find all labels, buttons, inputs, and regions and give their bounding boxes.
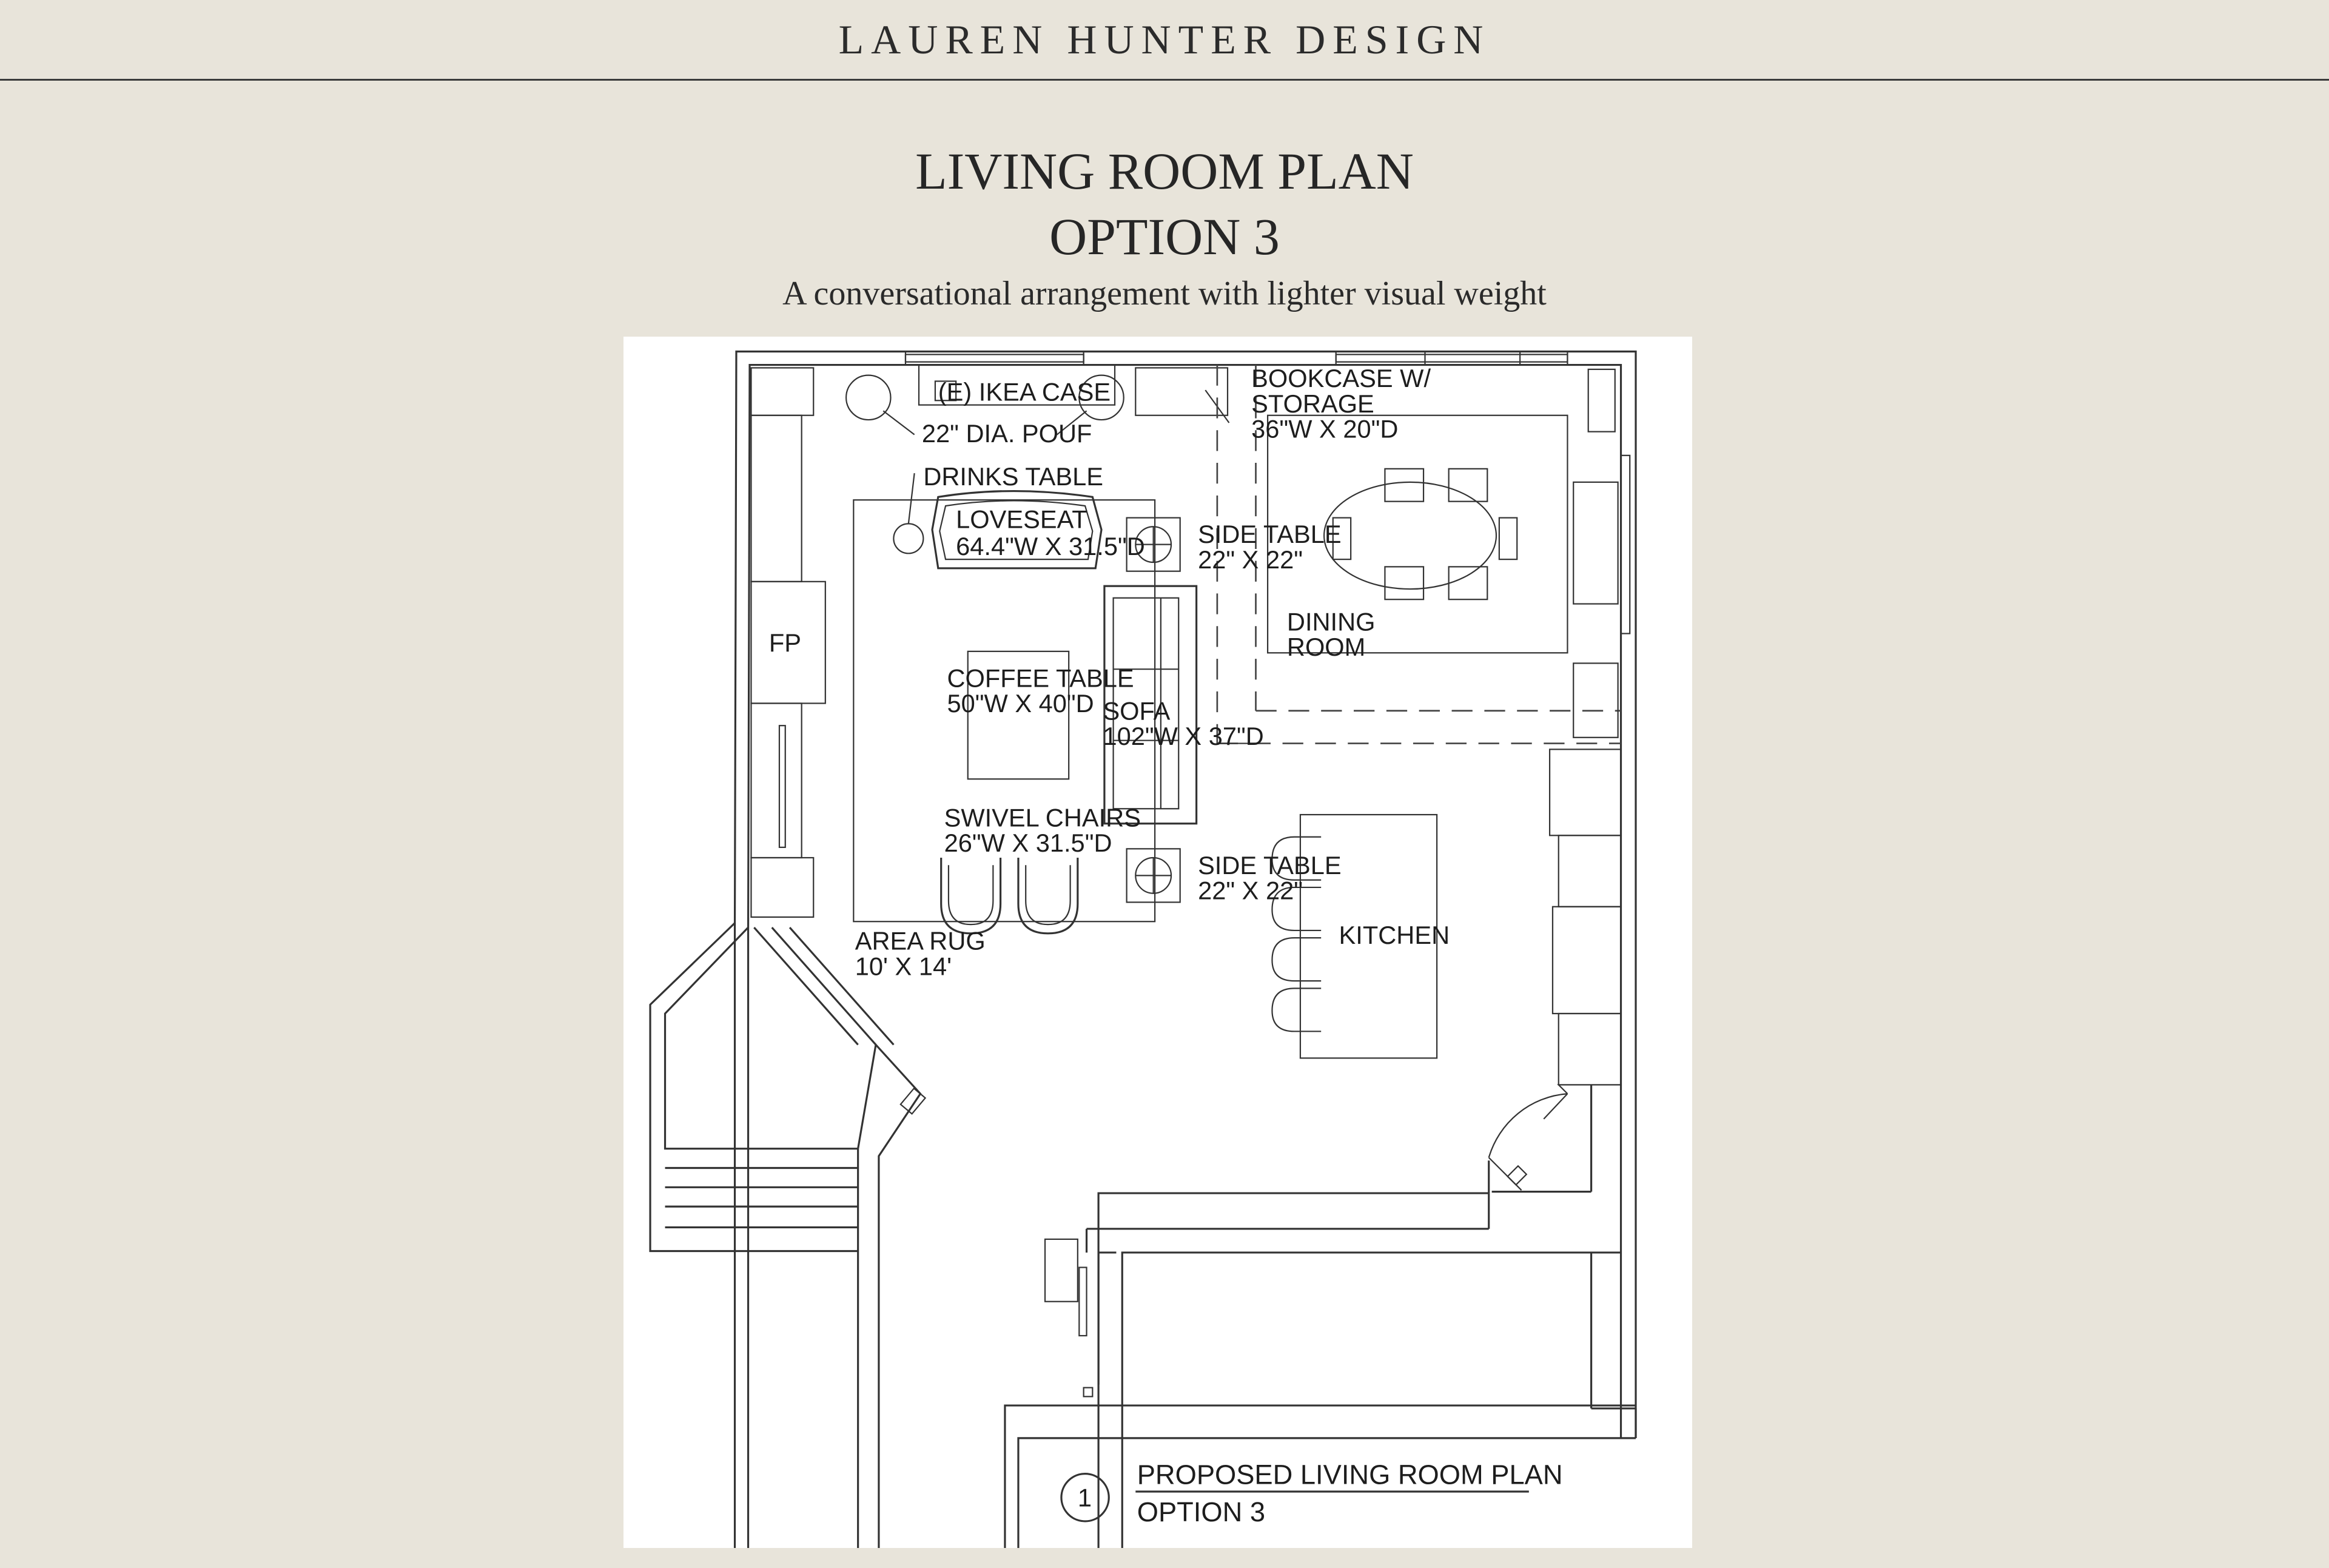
title-block [1060,1473,1529,1523]
stair-bay [649,922,927,1548]
kitchen [1271,749,1622,1191]
label-loveseat-2: 64.4"W X 31.5"D [956,532,1145,560]
label-coffee-table-1: COFFEE TABLE [947,664,1134,693]
coffee-table [967,650,1070,780]
label-drawing-title-2: OPTION 3 [1137,1496,1265,1527]
kitchen-island [1299,813,1438,1059]
label-drawing-title-1: PROPOSED LIVING ROOM PLAN [1137,1459,1563,1490]
swivel-chairs [940,858,1079,935]
label-bookcase-3: 36"W X 20"D [1251,414,1398,443]
label-loveseat-1: LOVESEAT [956,505,1087,534]
label-kitchen: KITCHEN [1339,921,1450,949]
page-title: LIVING ROOM PLAN [915,142,1414,200]
label-fireplace: FP [769,628,801,657]
label-dining-1: DINING [1287,608,1376,636]
label-bookcase-2: STORAGE [1251,389,1374,418]
dining-rug [1266,414,1568,654]
dining-table [1323,481,1497,590]
label-area-rug-2: 10' X 14' [855,952,952,980]
side-table-bottom [1126,848,1181,903]
label-bookcase-1: BOOKCASE W/ [1251,364,1431,392]
label-side-table-top-1: SIDE TABLE [1198,520,1342,548]
lower-walls [1004,1085,1637,1548]
sofa [1103,585,1198,825]
label-sofa-2: 102"W X 37"D [1103,722,1263,750]
exterior-walls [733,350,1637,1548]
page-subtitle: A conversational arrangement with lighte… [782,275,1547,312]
label-dining-2: ROOM [1287,633,1365,661]
site-header: LAUREN HUNTER DESIGN [0,0,2329,81]
label-sofa-1: SOFA [1103,696,1170,725]
label-side-table-top-2: 22" X 22" [1198,545,1303,574]
label-ikea-case: (E) IKEA CASE [938,377,1111,406]
loveseat [931,490,1103,570]
label-swivel-chairs-2: 26"W X 31.5"D [944,829,1112,857]
area-rug [853,499,1156,923]
floor-plan-drawing: (E) IKEA CASE 22" DIA. POUF BOOKCASE W/ … [623,337,1692,1548]
label-side-table-bottom-2: 22" X 22" [1198,877,1303,905]
label-pouf: 22" DIA. POUF [922,419,1092,448]
left-built-ins [750,367,826,918]
drawing-number-circle [1060,1473,1110,1523]
label-area-rug-1: AREA RUG [855,927,986,955]
label-drawing-number: 1 [1078,1483,1092,1512]
label-drinks-table: DRINKS TABLE [923,462,1103,491]
label-swivel-chairs-1: SWIVEL CHAIRS [944,804,1141,832]
side-table-top [1126,517,1181,572]
drinks-table [893,473,924,554]
dining-area [1216,365,1621,744]
label-side-table-bottom-1: SIDE TABLE [1198,851,1342,880]
floor-plan-svg: (E) IKEA CASE 22" DIA. POUF BOOKCASE W/ … [649,350,1637,1548]
brand-name[interactable]: LAUREN HUNTER DESIGN [838,16,1491,62]
page-title-option: OPTION 3 [1049,207,1280,266]
label-coffee-table-2: 50"W X 40"D [947,689,1094,718]
